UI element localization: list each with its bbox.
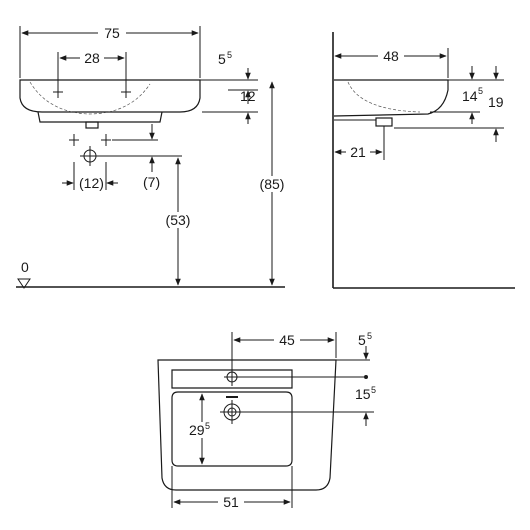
front-view: 75 28 5 5 12 (7) bbox=[16, 24, 290, 289]
floor-level-triangle-icon bbox=[17, 278, 31, 289]
label-side-bowl-depth-sup: 5 bbox=[478, 86, 483, 96]
front-bowl-hidden-line bbox=[29, 81, 151, 115]
label-waste-from-back-sup: 5 bbox=[371, 385, 376, 395]
waste-hole-left-icon bbox=[69, 134, 79, 146]
side-waste-outlet bbox=[375, 117, 393, 127]
label-width-total: 75 bbox=[104, 25, 120, 41]
label-tap-hole-distance: 45 bbox=[279, 332, 295, 348]
label-tap-spacing: 28 bbox=[84, 50, 100, 66]
waste-outlet-icon bbox=[80, 146, 100, 166]
label-rim-height: (85) bbox=[260, 176, 285, 192]
label-floor-level: 0 bbox=[21, 259, 29, 275]
front-basin-outline bbox=[19, 79, 201, 113]
label-top-bowl-depth: 29 bbox=[189, 422, 205, 438]
top-bowl-outline bbox=[171, 391, 293, 467]
front-basin-pedestal bbox=[37, 111, 163, 123]
top-deck-outline bbox=[171, 369, 293, 389]
label-top-rim-sup: 5 bbox=[367, 331, 372, 341]
label-depth-front: 12 bbox=[240, 88, 256, 104]
label-side-depth: 48 bbox=[383, 48, 399, 64]
front-waste-outlet bbox=[85, 121, 99, 129]
side-bowl-hidden-line bbox=[347, 81, 421, 113]
side-basin-outline bbox=[333, 79, 449, 117]
label-top-rim: 5 bbox=[358, 332, 366, 348]
overflow-slot bbox=[226, 396, 238, 398]
top-tap-hole-icon bbox=[224, 368, 240, 386]
label-waste-height-delta: (7) bbox=[143, 174, 160, 190]
tap-hole-left-icon bbox=[53, 86, 63, 98]
label-rim-thickness-sup: 5 bbox=[227, 50, 232, 60]
label-waste-from-back: 15 bbox=[355, 386, 371, 402]
label-rim-thickness: 5 bbox=[218, 51, 226, 67]
label-top-bowl-width: 51 bbox=[223, 494, 239, 510]
label-side-outer-depth: 19 bbox=[488, 94, 504, 110]
tap-hole-right-icon bbox=[121, 86, 131, 98]
label-side-waste: 21 bbox=[350, 144, 366, 160]
label-side-bowl-depth: 14 bbox=[462, 88, 478, 104]
top-waste-outlet-icon bbox=[220, 400, 244, 424]
label-top-bowl-depth-sup: 5 bbox=[205, 421, 210, 431]
top-view: 45 5 5 15 5 29 5 51 bbox=[157, 331, 376, 510]
side-view: 48 14 5 19 21 bbox=[332, 32, 515, 289]
waste-hole-right-icon bbox=[101, 134, 111, 146]
top-basin-outline bbox=[157, 359, 337, 491]
tap-hole-marker-dot bbox=[364, 375, 368, 379]
label-waste-height: (53) bbox=[166, 212, 191, 228]
label-waste-offset: (12) bbox=[79, 175, 104, 191]
